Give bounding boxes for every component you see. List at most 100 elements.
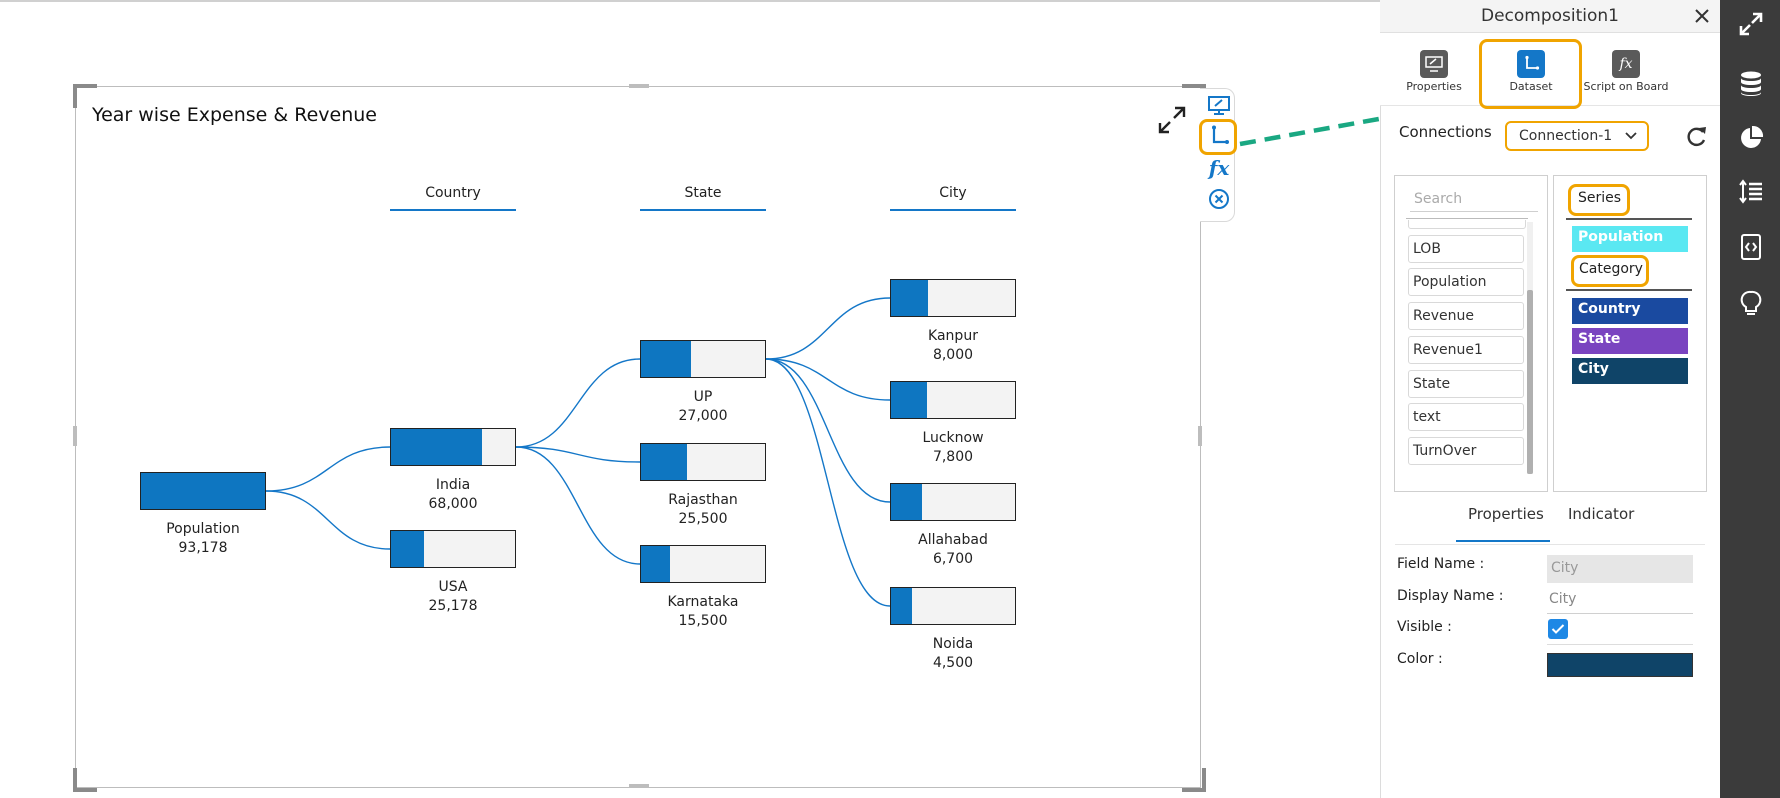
series-chip-population[interactable]: Population [1572, 226, 1688, 252]
field-item[interactable]: TurnOver [1408, 437, 1524, 465]
active-subtab-indicator [1456, 540, 1550, 542]
tree-node-noida[interactable] [890, 587, 1016, 625]
tab-script-on-board[interactable]: fx Script on Board [1576, 42, 1676, 93]
pie-chart-icon[interactable] [1737, 124, 1765, 152]
node-bar [891, 588, 913, 624]
field-name-label: Field Name : [1397, 556, 1485, 572]
resize-handle-bottom[interactable] [629, 784, 649, 788]
subtab-properties[interactable]: Properties [1468, 505, 1544, 523]
monitor-edit-icon [1420, 50, 1448, 78]
remove-circle-icon[interactable] [1206, 186, 1232, 212]
field-item[interactable]: Population [1408, 268, 1524, 296]
resize-handle-top-left[interactable] [73, 84, 97, 108]
node-bar [641, 341, 691, 377]
tree-node-usa[interactable] [390, 530, 516, 568]
level-underline [640, 209, 766, 211]
tree-node-rajasthan[interactable] [640, 443, 766, 481]
axis-icon [1517, 50, 1545, 78]
lightbulb-icon[interactable] [1737, 290, 1765, 318]
connector-line [515, 358, 641, 448]
chevron-down-icon [1625, 132, 1637, 140]
database-icon[interactable] [1737, 70, 1765, 98]
connections-label: Connections [1399, 123, 1492, 141]
connector-line [515, 446, 641, 565]
expand-arrows-icon[interactable] [1156, 104, 1188, 136]
category-highlight [1571, 255, 1649, 287]
color-swatch[interactable] [1547, 653, 1693, 677]
refresh-icon[interactable] [1683, 124, 1709, 150]
tab-label: Dataset [1509, 80, 1553, 93]
tree-node-karnataka[interactable] [640, 545, 766, 583]
sort-lines-icon[interactable] [1737, 178, 1765, 206]
search-input[interactable] [1410, 187, 1538, 212]
subtab-indicator[interactable]: Indicator [1568, 505, 1635, 523]
node-bar [891, 280, 929, 316]
display-name-input[interactable]: City [1547, 586, 1693, 614]
connector-line [765, 358, 891, 607]
script-fx-icon[interactable]: fx [1208, 156, 1230, 180]
chart-canvas[interactable] [75, 86, 1201, 788]
field-item[interactable]: State [1408, 370, 1524, 398]
resize-handle-right[interactable] [1198, 426, 1202, 446]
category-chip-state[interactable]: State [1572, 328, 1688, 354]
list-item-partial [1408, 220, 1526, 229]
level-header-country: Country [425, 185, 481, 201]
node-bar [641, 546, 670, 582]
category-chip-country[interactable]: Country [1572, 298, 1688, 324]
divider [1547, 644, 1693, 645]
field-item[interactable]: text [1408, 403, 1524, 431]
dataset-axis-icon[interactable] [1206, 123, 1232, 149]
resize-handle-left[interactable] [73, 426, 77, 446]
series-label: Series [1578, 190, 1622, 206]
field-item[interactable]: Revenue [1408, 302, 1524, 330]
chart-title: Year wise Expense & Revenue [92, 104, 377, 126]
divider [1406, 218, 1528, 219]
field-name-input: City [1547, 555, 1693, 583]
close-icon[interactable] [1690, 4, 1714, 28]
panel-header [1380, 0, 1720, 33]
level-header-state: State [684, 185, 722, 201]
scrollbar-thumb[interactable] [1527, 290, 1533, 474]
connector-line [265, 490, 391, 550]
tree-node-kanpur[interactable] [890, 279, 1016, 317]
connector-line [765, 358, 891, 401]
node-bar [891, 484, 922, 520]
field-item[interactable]: LOB [1408, 235, 1524, 263]
node-bar [391, 429, 482, 465]
tab-label: Script on Board [1583, 80, 1669, 93]
dataset-tab-highlight [1479, 39, 1582, 109]
tree-node-india[interactable] [390, 428, 516, 466]
divider [1566, 218, 1692, 220]
resize-handle-bottom-right[interactable] [1182, 768, 1206, 792]
tree-node-up[interactable] [640, 340, 766, 378]
tab-label: Properties [1406, 80, 1462, 93]
panel-title: Decomposition1 [1480, 6, 1619, 26]
series-highlight [1568, 184, 1630, 216]
resize-handle-top[interactable] [629, 84, 649, 88]
code-file-icon[interactable] [1737, 233, 1765, 261]
expand-icon[interactable] [1737, 10, 1765, 38]
properties-monitor-icon[interactable] [1206, 92, 1232, 118]
resize-handle-bottom-left[interactable] [73, 768, 97, 792]
divider [1566, 289, 1692, 291]
tab-properties[interactable]: Properties [1384, 42, 1484, 93]
fx-icon: fx [1612, 50, 1640, 78]
tree-node-lucknow[interactable] [890, 381, 1016, 419]
dataset-toolbar-highlight [1199, 119, 1237, 155]
category-label: Category [1579, 261, 1643, 277]
tab-dataset[interactable]: Dataset [1481, 42, 1581, 93]
category-chip-city[interactable]: City [1572, 358, 1688, 384]
connection-select[interactable]: Connection-1 [1505, 121, 1649, 151]
tree-node-allahabad[interactable] [890, 483, 1016, 521]
field-item[interactable]: Revenue1 [1408, 336, 1524, 364]
visible-checkbox[interactable] [1548, 619, 1568, 639]
tree-node-root[interactable] [140, 472, 266, 510]
